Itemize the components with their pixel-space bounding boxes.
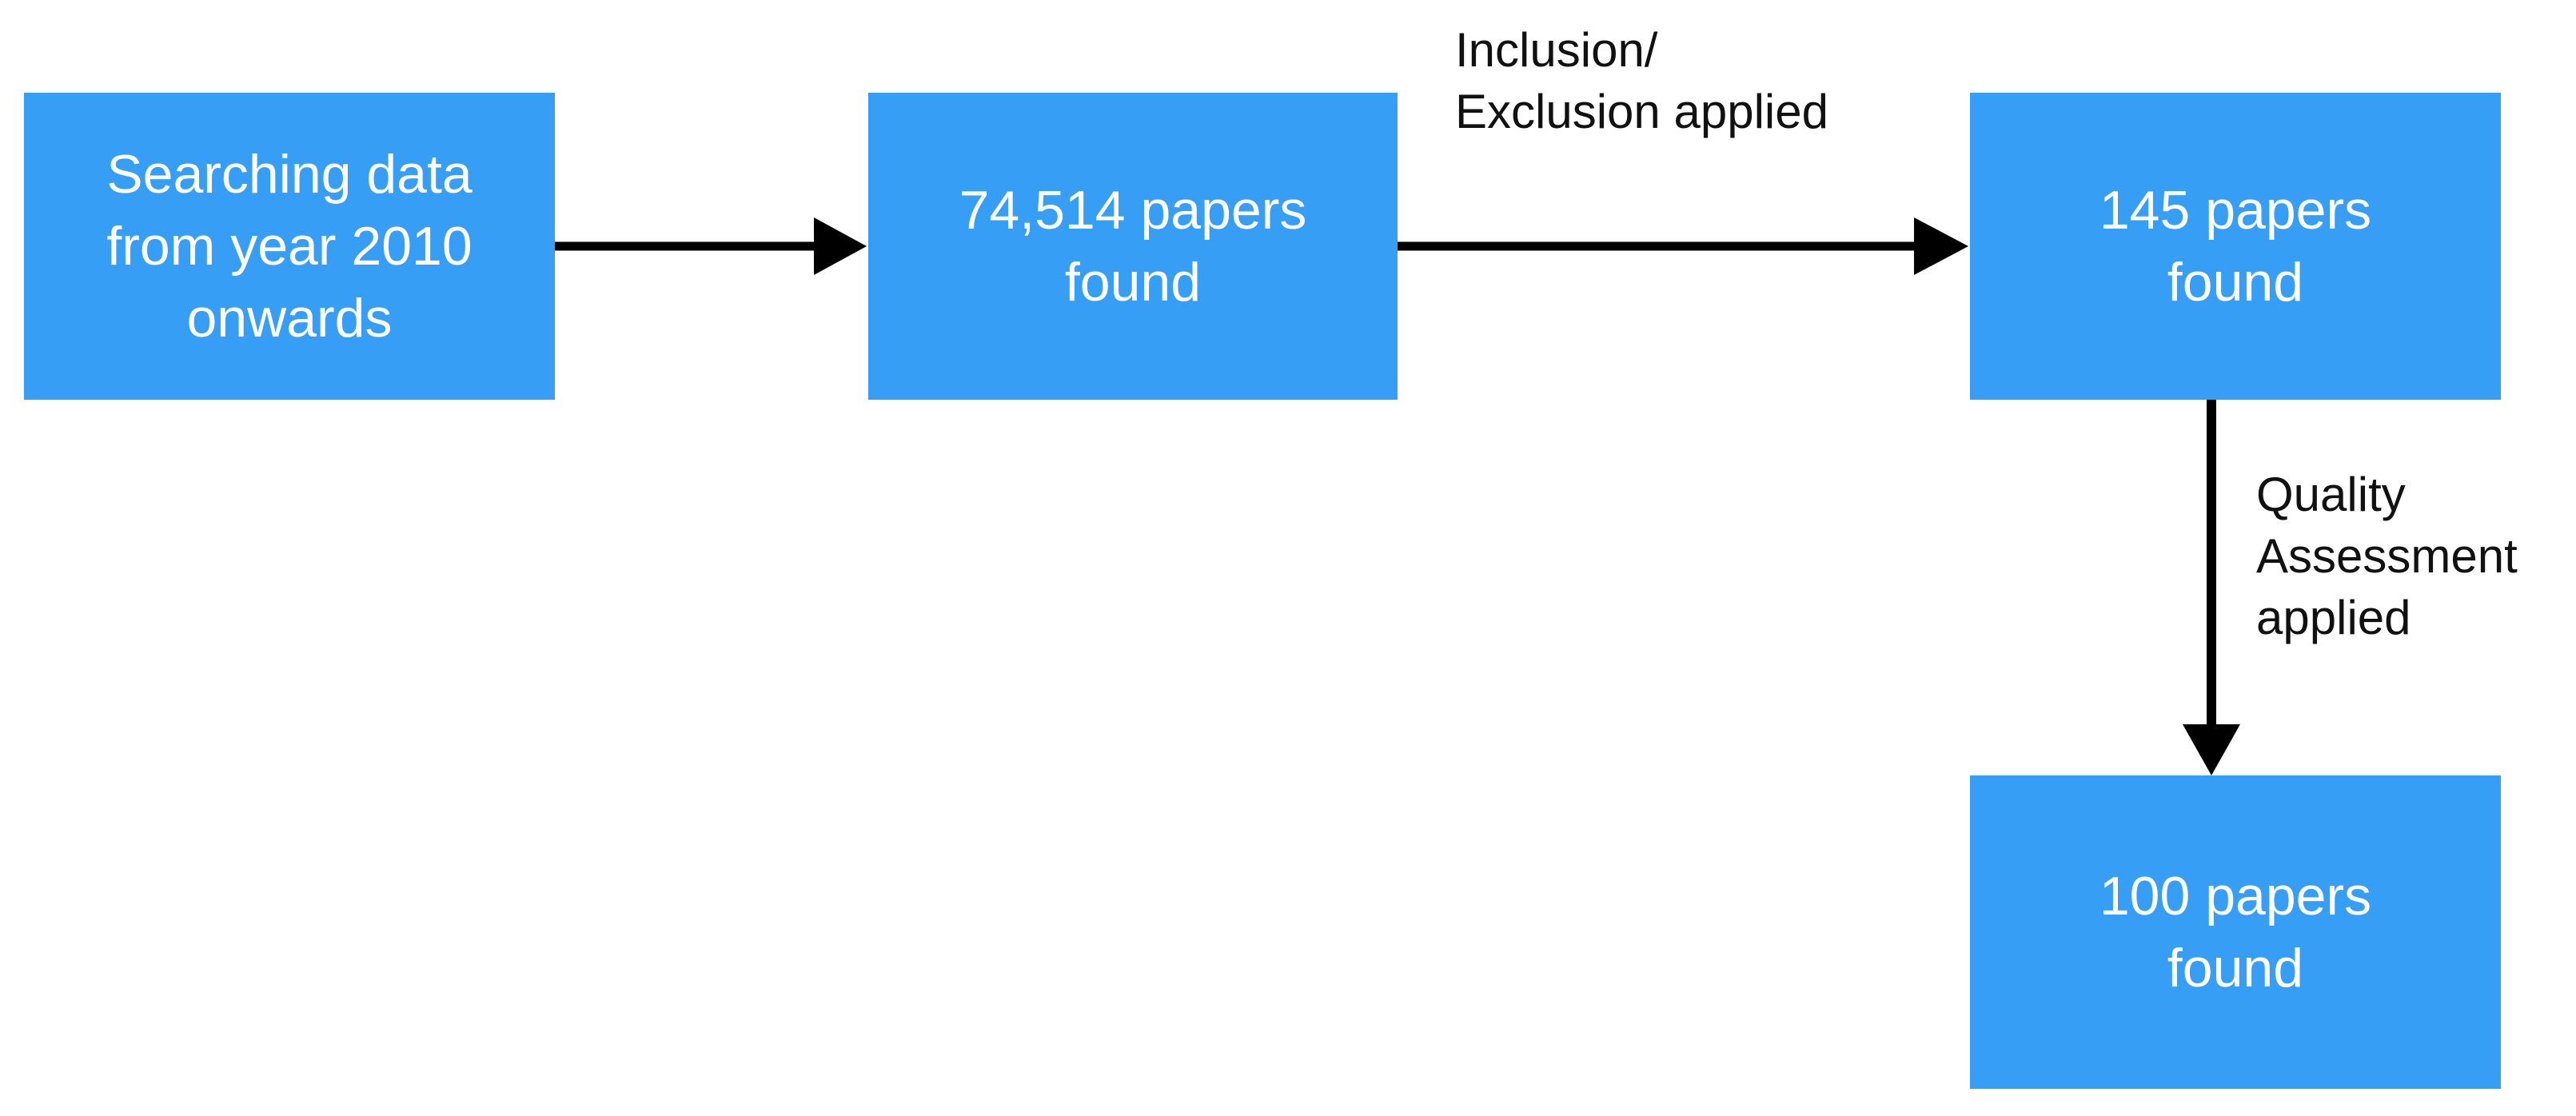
papers-filtered-box: 145 papers found xyxy=(1970,93,2501,400)
arrow-filtered-to-final xyxy=(2183,400,2240,775)
papers-filtered-label: 145 papers found xyxy=(2099,180,2372,313)
papers-final-box: 100 papers found xyxy=(1970,775,2501,1089)
search-box-label: Searching data from year 2010 onwards xyxy=(106,144,473,349)
papers-found-box: 74,514 papers found xyxy=(868,93,1398,400)
arrow-found-to-filtered xyxy=(1398,217,1968,275)
papers-found-label: 74,514 papers found xyxy=(959,180,1307,313)
papers-final-label: 100 papers found xyxy=(2099,866,2372,998)
inclusion-exclusion-label: Inclusion/ Exclusion applied xyxy=(1455,23,1828,138)
quality-assessment-label: Quality Assessment applied xyxy=(2256,468,2518,644)
search-box: Searching data from year 2010 onwards xyxy=(24,93,555,400)
arrow-search-to-found xyxy=(555,217,867,275)
